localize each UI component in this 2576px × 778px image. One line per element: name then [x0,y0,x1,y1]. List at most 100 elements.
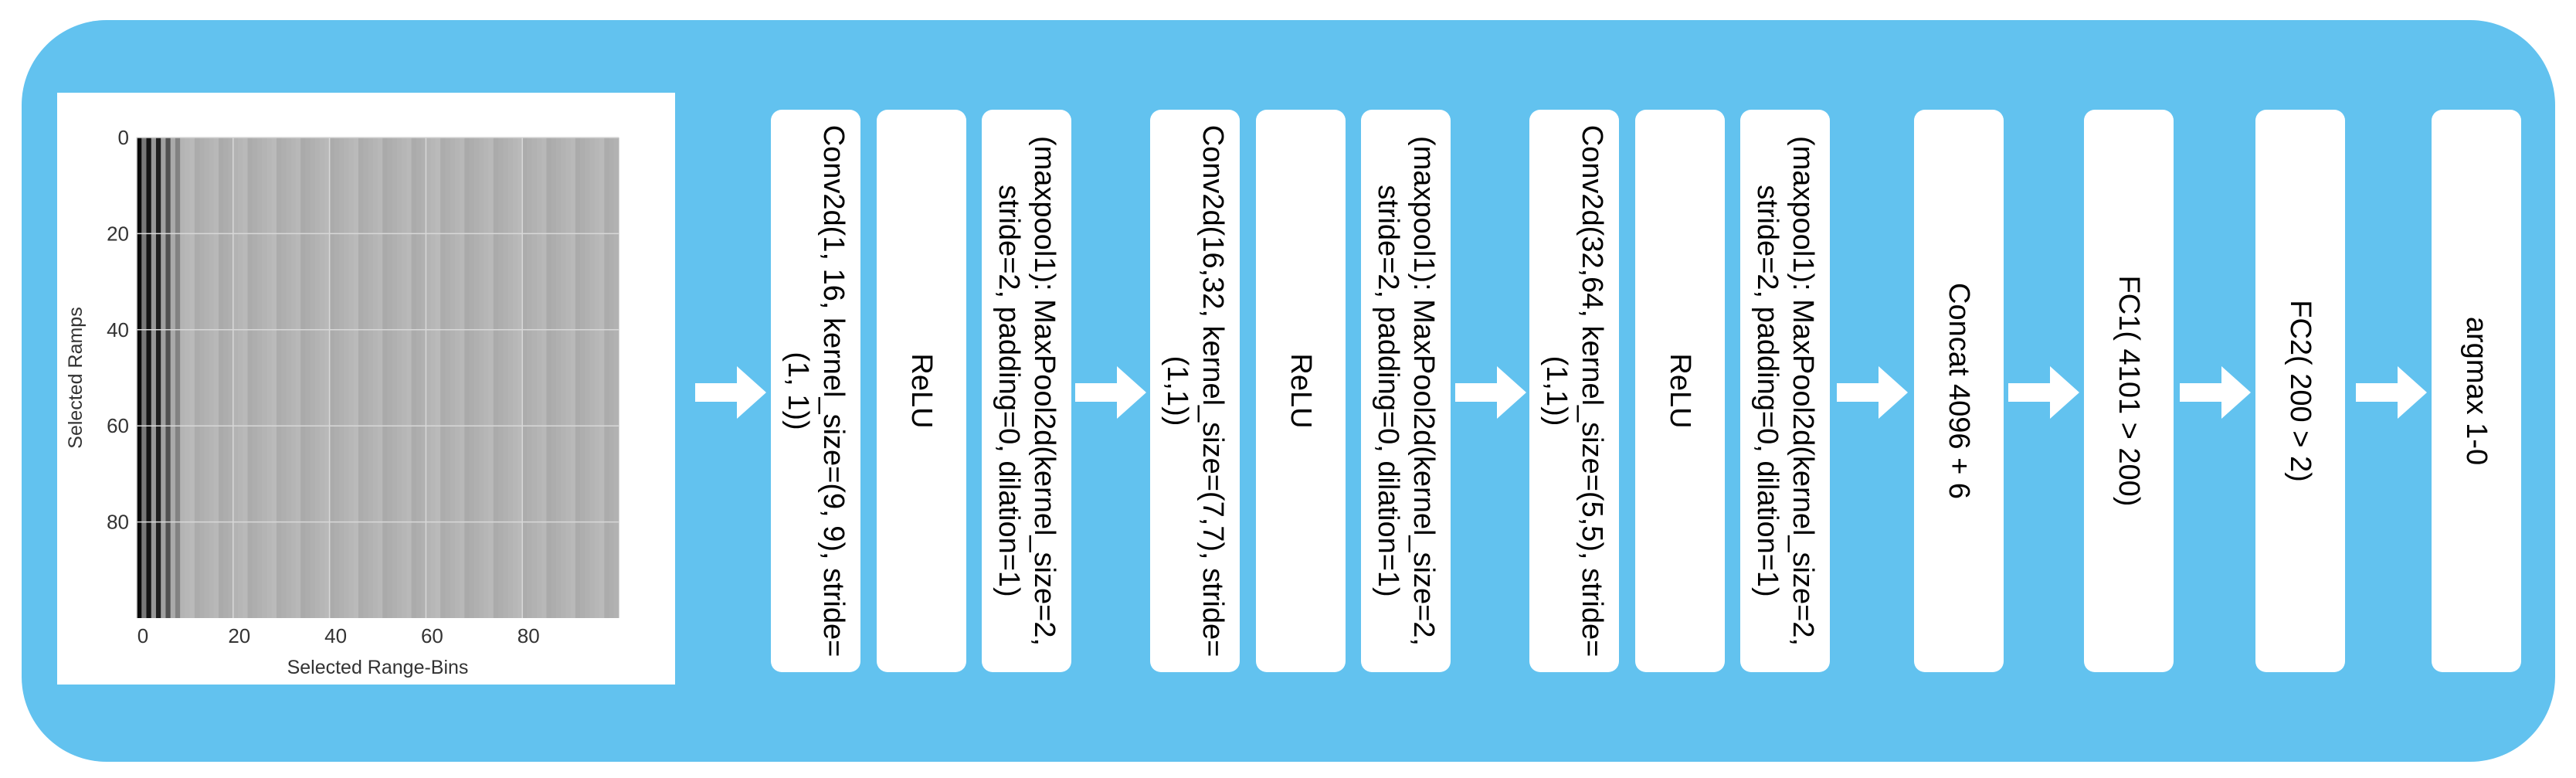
heatmap-column [565,138,572,618]
heatmap-column [454,138,460,618]
heatmap-column [310,138,316,618]
arrow-right-icon [2180,366,2251,419]
block-conv3-label: Conv2d(32,64, kernel_size=(5,5), stride=… [1540,124,1608,657]
heatmap-column [382,138,388,618]
heatmap-column [252,138,258,618]
block-pool3: (maxpool1): MaxPool2d(kernel_size=2, str… [1740,110,1830,672]
heatmap-column [387,138,393,618]
heatmap-column [396,138,402,618]
heatmap-column [300,138,306,618]
heatmap-column [546,138,552,618]
heatmap-column [594,138,600,618]
heatmap-column [368,138,374,618]
heatmap-column [353,138,359,618]
block-concat: Concat 4096 + 6 [1914,110,2004,672]
heatmap-column [262,138,267,618]
block-conv3: Conv2d(32,64, kernel_size=(5,5), stride=… [1529,110,1619,672]
block-relu3-label: ReLU [1664,353,1696,429]
heatmap-column [266,138,273,618]
arrow-right-icon [1455,366,1526,419]
heatmap-column [238,138,243,618]
heatmap-column [460,138,465,618]
block-argmax-label: argmax 1-0 [2460,316,2493,466]
heatmap-column [435,138,441,618]
heatmap-column [334,138,340,618]
heatmap-column [271,138,277,618]
x-tick-label: 60 [421,624,443,647]
heatmap-column [209,138,215,618]
x-tick-label: 0 [137,624,148,647]
heatmap-column [473,138,480,618]
heatmap-column [580,138,585,618]
heatmap-column [479,138,484,618]
heatmap-column [223,138,229,618]
heatmap-column [320,138,325,618]
heatmap-column [161,138,166,618]
block-fc2: FC2( 200 > 2) [2255,110,2345,672]
heatmap-column [344,138,350,618]
heatmap-column [228,138,234,618]
block-conv2: Conv2d(16,32, kernel_size=(7,7), stride=… [1150,110,1240,672]
heatmap-column [512,138,518,618]
y-tick-label: 40 [107,318,129,341]
block-fc1: FC1( 4101 > 200) [2084,110,2174,672]
heatmap-column [507,138,514,618]
heatmap-column [551,138,557,618]
heatmap-column [339,138,344,618]
heatmap-column [286,138,292,618]
heatmap-column [426,138,432,618]
heatmap-column [314,138,321,618]
block-relu2-label: ReLU [1285,353,1317,429]
heatmap-column [247,138,253,618]
heatmap-column [604,138,610,618]
heatmap-column [589,138,596,618]
heatmap-column [517,138,523,618]
heatmap-column [599,138,605,618]
heatmap-column [290,138,297,618]
heatmap-column [358,138,364,618]
y-tick-label: 20 [107,222,129,245]
heatmap-column [464,138,470,618]
heatmap-column [402,138,407,618]
heatmap-column [406,138,412,618]
block-conv1-label: Conv2d(1, 16, kernel_size=(9, 9), stride… [782,124,850,657]
block-conv1: Conv2d(1, 16, kernel_size=(9, 9), stride… [771,110,860,672]
heatmap-column [585,138,591,618]
heatmap-column [536,138,542,618]
arrow-right-icon [1075,366,1146,419]
block-relu2: ReLU [1256,110,1346,672]
y-tick-label: 80 [107,511,129,534]
heatmap-column [493,138,499,618]
block-pool1-label: (maxpool1): MaxPool2d(kernel_size=2, str… [993,135,1061,647]
heatmap-column [392,138,398,618]
heatmap-column [146,138,152,618]
heatmap-column [575,138,581,618]
heatmap-column [440,138,446,618]
heatmap-column [541,138,547,618]
heatmap-column [445,138,451,618]
arrow-right-icon [1837,366,1908,419]
heatmap-column [450,138,456,618]
heatmap-column [204,138,210,618]
block-pool1: (maxpool1): MaxPool2d(kernel_size=2, str… [982,110,1071,672]
y-tick-label: 0 [118,126,129,149]
heatmap-column [141,138,147,618]
block-relu1: ReLU [877,110,966,672]
heatmap-column [199,138,205,618]
heatmap-column [219,138,224,618]
heatmap-column [257,138,263,618]
heatmap-column [503,138,508,618]
heatmap-column [329,138,335,618]
heatmap-column [189,138,195,618]
heatmap-column [484,138,490,618]
block-fc1-label: FC1( 4101 > 200) [2113,275,2145,507]
heatmap-column [185,138,191,618]
heatmap-column [137,138,142,618]
heatmap-column [295,138,301,618]
x-tick-label: 20 [228,624,250,647]
heatmap-column [175,138,181,618]
heatmap-column [570,138,576,618]
heatmap-column [305,138,311,618]
block-pool3-label: (maxpool1): MaxPool2d(kernel_size=2, str… [1751,135,1819,647]
